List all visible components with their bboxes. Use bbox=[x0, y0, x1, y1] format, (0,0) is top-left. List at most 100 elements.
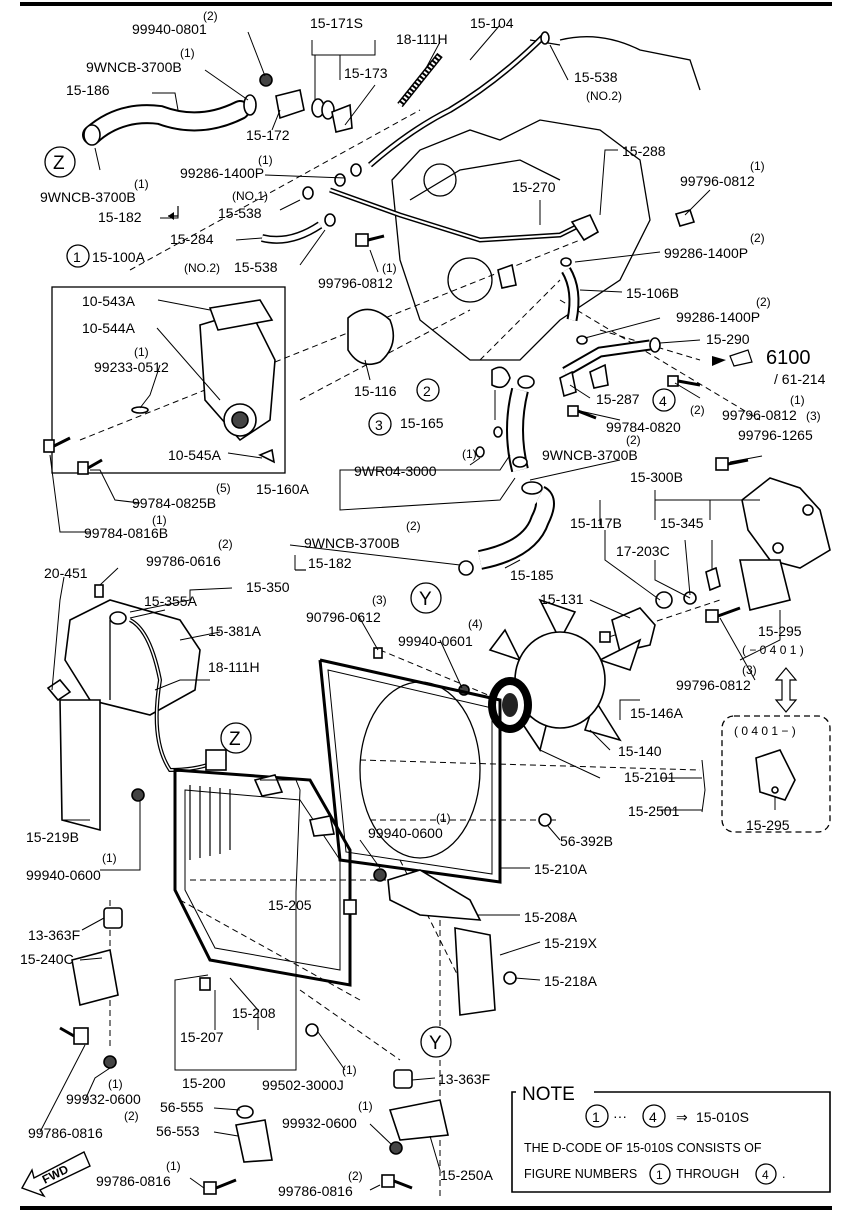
inset-0401: ( 0 4 0 1 − ) bbox=[721, 715, 831, 833]
callout-label: 15-350 bbox=[246, 579, 290, 595]
note-ref: 15-010S bbox=[696, 1109, 749, 1125]
callout-label: 99940-0601 bbox=[398, 633, 473, 649]
callout-sup: (3) bbox=[806, 409, 821, 423]
callout-label: 15-186 bbox=[66, 82, 110, 98]
callout-label: 99286-1400P bbox=[676, 309, 760, 325]
note-from: 1 bbox=[592, 1109, 600, 1125]
bolt-99796-0812-mid bbox=[355, 233, 385, 247]
callout-label: 15-2501 bbox=[628, 803, 680, 819]
bracket-15-295 bbox=[705, 559, 791, 623]
fan-bracket-15-300B bbox=[715, 457, 831, 569]
callout-label: 9WNCB-3700B bbox=[86, 59, 182, 75]
callout-label: 15-538 bbox=[574, 69, 618, 85]
callout-label: 15-146A bbox=[630, 705, 684, 721]
callout-label: 20-451 bbox=[44, 565, 88, 581]
callout-label: 15-182 bbox=[98, 209, 142, 225]
arrow-icon bbox=[168, 212, 174, 220]
callout-label: 99796-0812 bbox=[680, 173, 755, 189]
callout-sup: (2) bbox=[406, 519, 421, 533]
callout-label: 15-240C bbox=[20, 951, 74, 967]
callout-sup: (1) bbox=[750, 159, 765, 173]
callout-sup: (2) bbox=[690, 403, 705, 417]
callout-sup: (1) bbox=[382, 261, 397, 275]
callout-label: 15-207 bbox=[180, 1029, 224, 1045]
note-dots: ··· bbox=[613, 1108, 627, 1124]
callout-sup: (2) bbox=[218, 537, 233, 551]
pipe-15-290 bbox=[562, 335, 661, 389]
callout-label: 15-116 bbox=[354, 383, 397, 399]
marker-3: 3 bbox=[375, 417, 383, 433]
note-line1: THE D-CODE OF 15-010S CONSISTS OF bbox=[524, 1141, 762, 1155]
note-box: NOTE 1 ··· 4 ⇒ 15-010S THE D-CODE OF 15-… bbox=[511, 1084, 831, 1193]
callout-label: 99286-1400P bbox=[180, 165, 264, 181]
callout-label: 15-104 bbox=[470, 15, 514, 31]
cooling-fan-15-140 bbox=[373, 598, 642, 752]
callout-sup: (1) bbox=[180, 46, 195, 60]
callout-label: 13-363F bbox=[438, 1071, 490, 1087]
callout-label: 15-117B bbox=[570, 515, 622, 531]
callout-label: 99786-0816 bbox=[28, 1125, 103, 1141]
note-line2b: THROUGH bbox=[676, 1167, 739, 1181]
reference-arrow-icon bbox=[712, 349, 753, 367]
callout-label: 99932-0600 bbox=[66, 1091, 141, 1107]
callout-sup: (1) bbox=[342, 1063, 357, 1077]
marker-Y: Y bbox=[419, 589, 432, 610]
callout-label: 99786-0816 bbox=[278, 1183, 353, 1199]
fwd-arrow-icon: FWD bbox=[20, 1151, 91, 1198]
callout-sup: (1) bbox=[436, 811, 451, 825]
callout-label: 99786-0616 bbox=[146, 553, 221, 569]
callout-label: 56-553 bbox=[156, 1123, 200, 1139]
callout-label: 99784-0816B bbox=[84, 525, 168, 541]
pipe-15-287 bbox=[559, 370, 577, 398]
callout-label: 13-363F bbox=[28, 927, 80, 943]
callout-label: 15-131 bbox=[540, 591, 584, 607]
callout-label: 15-250A bbox=[440, 1167, 494, 1183]
callout-label: 99233-0512 bbox=[94, 359, 169, 375]
callout-label: 99286-1400P bbox=[664, 245, 748, 261]
callout-label: 15-290 bbox=[706, 331, 750, 347]
callout-label: 15-165 bbox=[400, 415, 444, 431]
callout-label: 15-288 bbox=[622, 143, 666, 159]
callout-label: 15-208A bbox=[524, 909, 578, 925]
callout-label: 15-185 bbox=[510, 567, 554, 583]
marker-1: 1 bbox=[73, 249, 81, 265]
callout-label: 15-218A bbox=[544, 973, 598, 989]
callout-sup: (1) bbox=[166, 1159, 181, 1173]
callout-label: 15-106B bbox=[626, 285, 679, 301]
callout-label: 9WNCB-3700B bbox=[542, 447, 638, 463]
callout-label: 15-270 bbox=[512, 179, 556, 195]
callout-ref-61-214: / 61-214 bbox=[774, 371, 826, 387]
water-pump-box bbox=[51, 286, 286, 474]
note-title: NOTE bbox=[522, 1084, 575, 1105]
callout-label: 15-345 bbox=[660, 515, 704, 531]
small-hoses-left bbox=[261, 163, 362, 244]
callout-label: 56-555 bbox=[160, 1099, 204, 1115]
marker-2: 2 bbox=[423, 383, 431, 399]
bypass-pipe-15-104 bbox=[368, 31, 550, 168]
callout-sup: (2) bbox=[756, 295, 771, 309]
callout-sup: (1) bbox=[134, 177, 149, 191]
callout-label: 15-295 bbox=[758, 623, 802, 639]
callout-label: 15-300B bbox=[630, 469, 683, 485]
callout-sup: (1) bbox=[152, 513, 167, 527]
hose-15-106B bbox=[560, 257, 580, 322]
callout-label: 9WNCB-3700B bbox=[40, 189, 136, 205]
callout-pre: (NO.2) bbox=[184, 261, 220, 275]
callout-label: 15-295 bbox=[746, 817, 790, 833]
note-arrow: ⇒ bbox=[676, 1109, 688, 1125]
callout-sup: (2) bbox=[203, 9, 218, 23]
marker-Z: Z bbox=[53, 153, 65, 174]
note-line2a: FIGURE NUMBERS bbox=[524, 1167, 637, 1181]
callout-label: 56-392B bbox=[560, 833, 613, 849]
callout-label: 15-538 bbox=[234, 259, 278, 275]
callout-pre: (NO.1) bbox=[232, 189, 268, 203]
callout-label: 10-544A bbox=[82, 320, 136, 336]
callout-label: 15-140 bbox=[618, 743, 662, 759]
callout-sup: (2) bbox=[348, 1169, 363, 1183]
callout-label: 99796-0812 bbox=[318, 275, 393, 291]
callout-ref-6100: 6100 bbox=[766, 347, 811, 369]
callout-label: 99784-0820 bbox=[606, 419, 681, 435]
fan-shroud-15-210A bbox=[318, 658, 552, 1016]
